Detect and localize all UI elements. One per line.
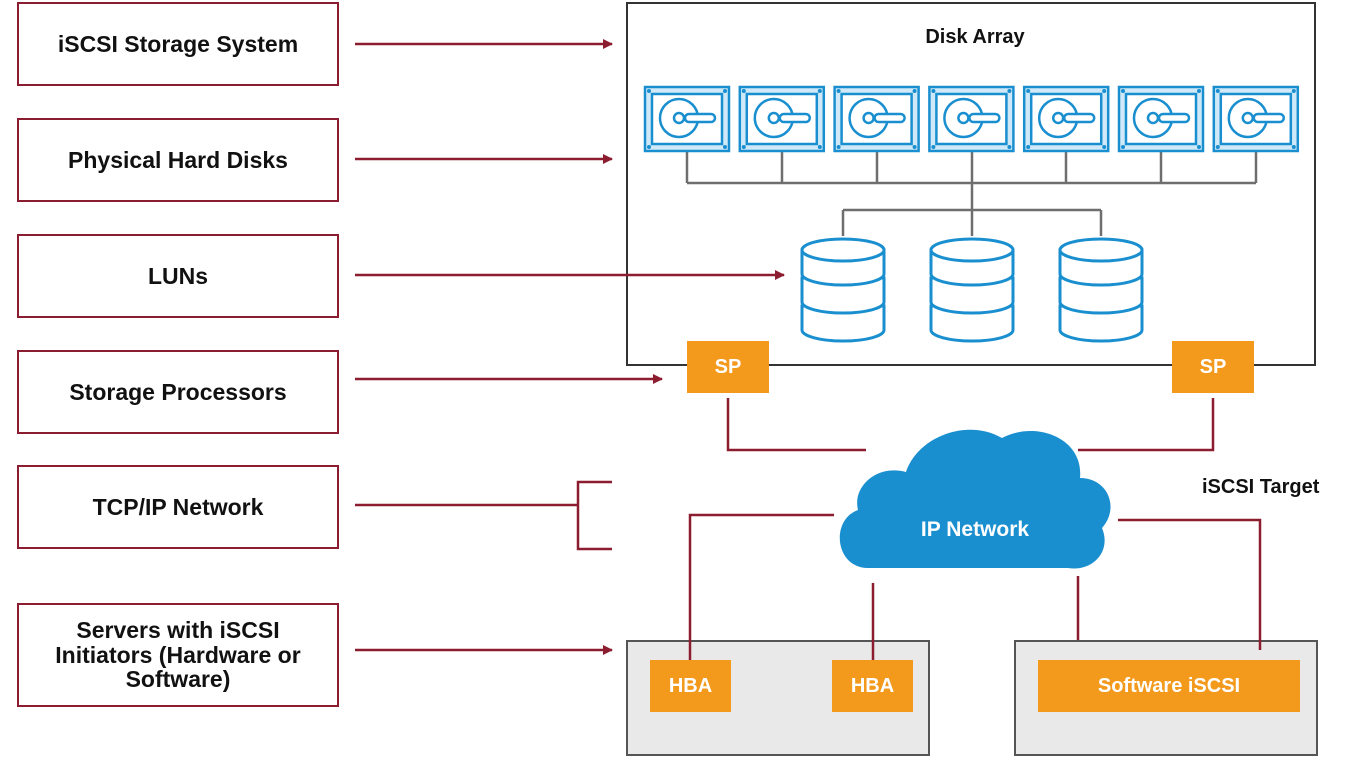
link-software-iscsi-cloud: [1118, 518, 1262, 650]
bracket-network: [576, 480, 612, 551]
label-luns: LUNs: [17, 234, 339, 318]
hard-disk-icon: [1117, 85, 1205, 153]
ip-network-cloud: [839, 429, 1111, 569]
disk-bus-lines: [685, 152, 1258, 236]
label-tcp-ip-network: TCP/IP Network: [17, 465, 339, 549]
label-iscsi-storage-system: iSCSI Storage System: [17, 2, 339, 86]
hard-disk-icon: [738, 85, 826, 153]
hard-disk-icon: [1212, 85, 1300, 153]
storage-processor-1: SP: [687, 341, 769, 393]
lun-group: [800, 237, 1144, 343]
network-links: [688, 398, 1262, 660]
label-text: LUNs: [147, 262, 209, 289]
hard-disk-icon: [928, 85, 1015, 153]
label-text: Physical Hard Disks: [68, 146, 288, 173]
hard-disk-icon: [833, 85, 920, 153]
cloud-label: IP Network: [920, 518, 1030, 541]
iscsi-target-label: iSCSI Target: [1202, 476, 1320, 498]
label-text: Storage Processors: [69, 378, 287, 405]
storage-processor-2: SP: [1172, 341, 1254, 393]
label-text: iSCSI Storage System: [57, 30, 299, 57]
disk-array-title: Disk Array: [925, 26, 1025, 48]
label-physical-hard-disks: Physical Hard Disks: [17, 118, 339, 202]
disk-group: [643, 85, 1300, 153]
hba-1: HBA: [650, 660, 731, 712]
lun-database-icon: [1058, 237, 1144, 343]
lun-database-icon: [800, 237, 886, 343]
hard-disk-icon: [1022, 85, 1110, 153]
label-text: TCP/IP Network: [92, 493, 264, 520]
label-arrows: [355, 39, 785, 655]
link-hba1-cloud: [688, 513, 834, 660]
software-iscsi: Software iSCSI: [1038, 660, 1300, 712]
link-sp1-cloud: [726, 398, 866, 452]
label-text: Servers with iSCSI Initiators (Hardware …: [55, 616, 301, 693]
link-sp2-cloud: [1078, 398, 1215, 452]
hba-2: HBA: [832, 660, 913, 712]
hard-disk-icon: [643, 85, 731, 153]
lun-database-icon: [929, 237, 1015, 343]
label-storage-processors: Storage Processors: [17, 350, 339, 434]
label-servers-with-initiators: Servers with iSCSI Initiators (Hardware …: [17, 603, 339, 707]
